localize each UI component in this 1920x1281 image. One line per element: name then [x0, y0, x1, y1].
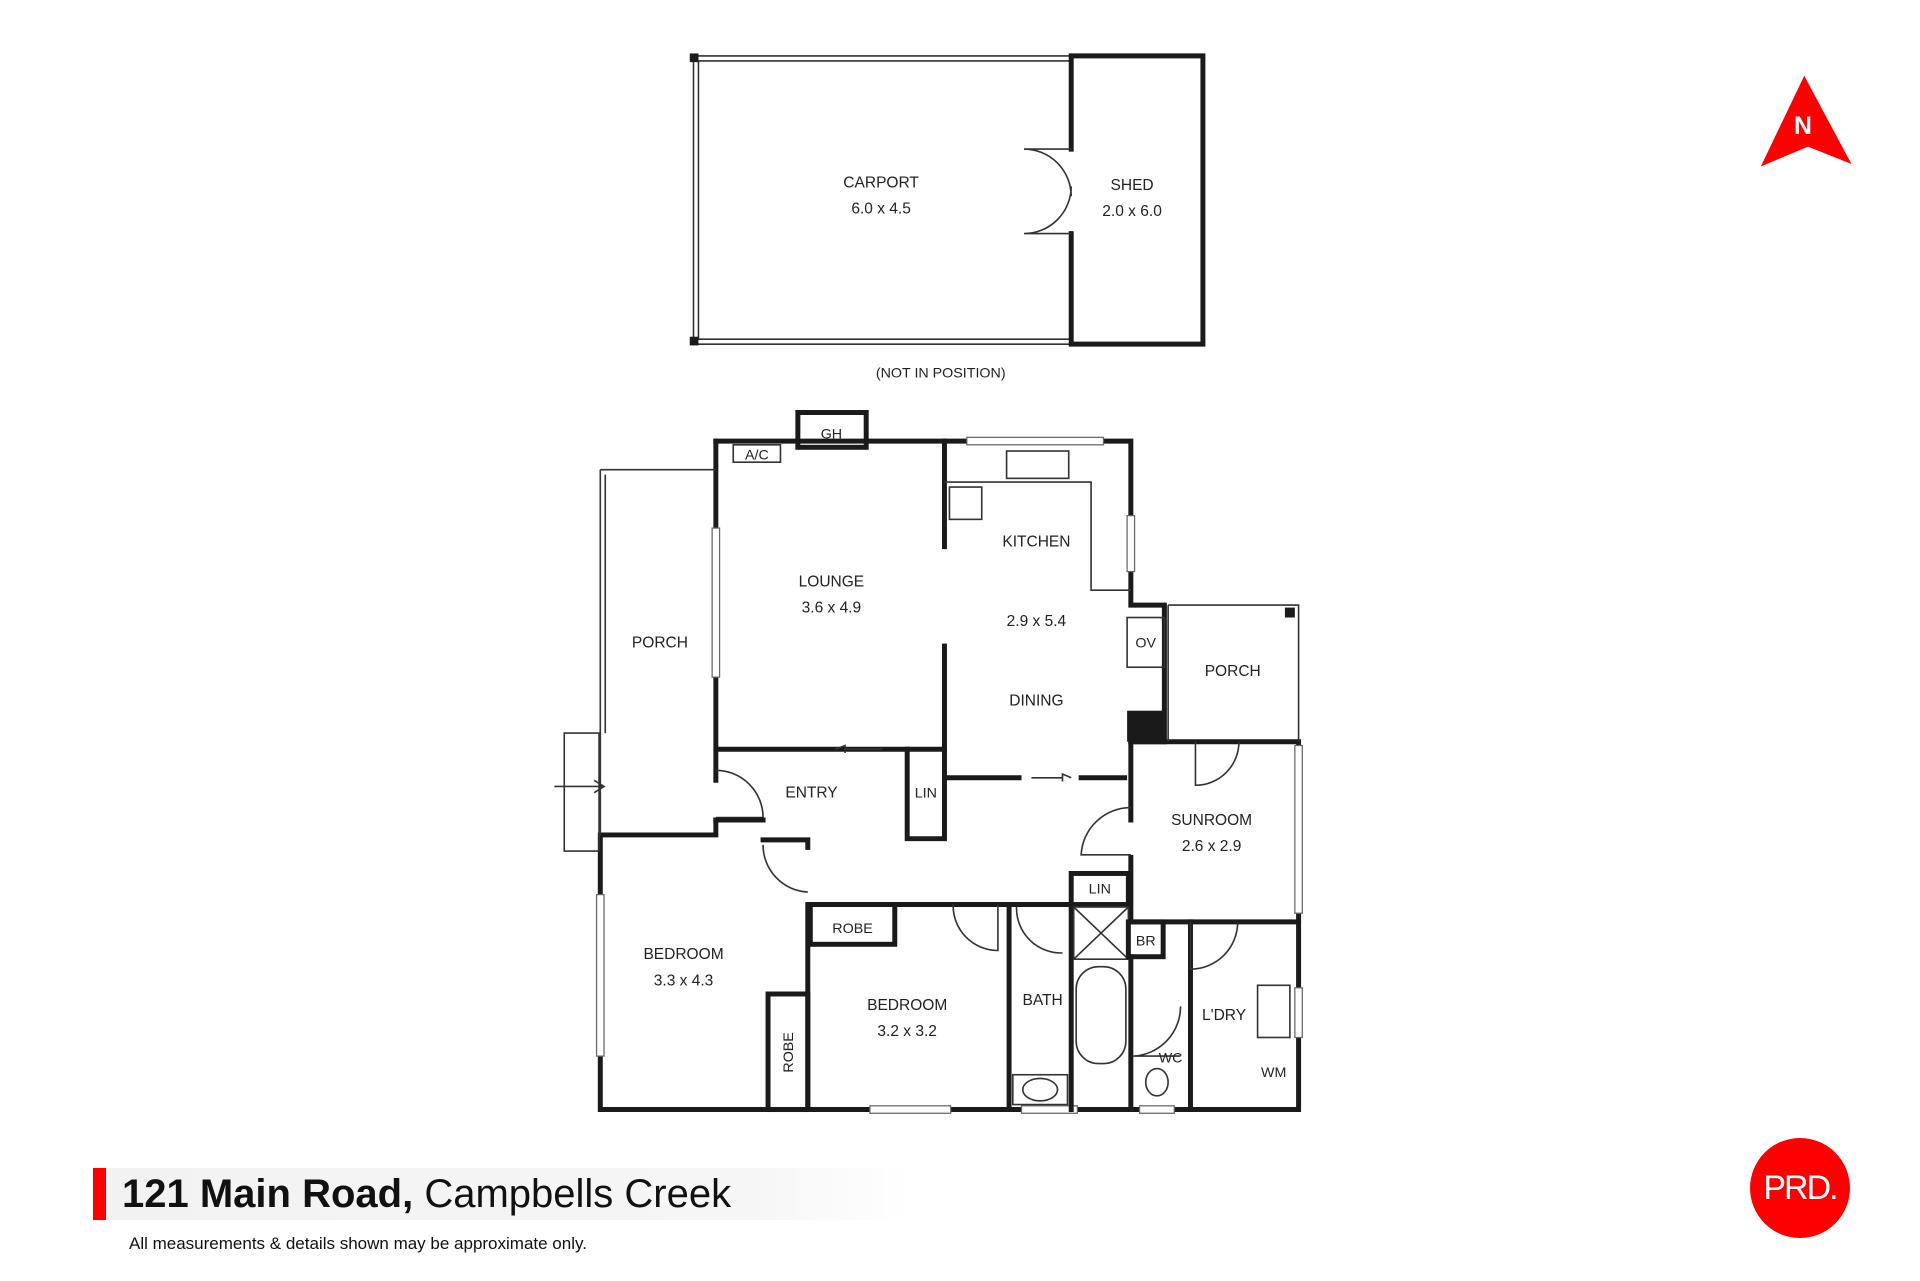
dining-label: DINING — [1009, 693, 1063, 710]
not-in-position-note: (NOT IN POSITION) — [876, 366, 1006, 382]
accent-bar — [93, 1168, 106, 1220]
bedroom1-label: BEDROOM — [643, 946, 723, 963]
kitchen-label: KITCHEN — [1002, 534, 1070, 551]
lounge-size: 3.6 x 4.9 — [802, 600, 862, 617]
oven-label: OV — [1135, 635, 1156, 651]
porch-left-label: PORCH — [632, 634, 688, 651]
bedroom2-size: 3.2 x 3.2 — [877, 1023, 937, 1040]
prd-logo: PRD. — [1750, 1138, 1850, 1238]
laundry-label: L'DRY — [1202, 1007, 1247, 1024]
address-suburb: Campbells Creek — [424, 1172, 732, 1216]
house-walls — [554, 410, 1303, 1114]
shed-size: 2.0 x 6.0 — [1102, 203, 1162, 220]
carport-size: 6.0 x 4.5 — [851, 201, 911, 218]
carport-label: CARPORT — [843, 175, 919, 192]
outbuilding — [689, 53, 1206, 347]
address-street: 121 Main Road, — [122, 1172, 414, 1216]
robe1-label: ROBE — [781, 1032, 797, 1072]
sunroom-label: SUNROOM — [1171, 812, 1252, 829]
linen-label: LIN — [915, 786, 937, 802]
north-label: N — [1794, 113, 1812, 140]
kitchen-size: 2.9 x 5.4 — [1007, 613, 1067, 630]
bath-label: BATH — [1023, 992, 1063, 1009]
robe2-label: ROBE — [832, 921, 872, 937]
porch-right-label: PORCH — [1205, 663, 1261, 680]
wc-label: WC — [1159, 1050, 1183, 1066]
entry-label: ENTRY — [785, 785, 838, 802]
address-banner — [93, 1168, 913, 1220]
wm-label: WM — [1261, 1065, 1286, 1081]
br-label: BR — [1136, 934, 1156, 950]
ac-label: A/C — [745, 448, 769, 464]
address-title: 121 Main Road, Campbells Creek — [122, 1168, 731, 1220]
lounge-label: LOUNGE — [799, 573, 865, 590]
sunroom-size: 2.6 x 2.9 — [1182, 838, 1242, 855]
north-arrow-icon: N — [1760, 75, 1852, 167]
disclaimer: All measurements & details shown may be … — [129, 1234, 587, 1253]
gh-label: GH — [821, 427, 842, 443]
linen2-label: LIN — [1089, 881, 1111, 897]
bedroom2-label: BEDROOM — [867, 997, 947, 1014]
bedroom1-size: 3.3 x 4.3 — [654, 972, 714, 989]
shed-label: SHED — [1111, 177, 1154, 194]
